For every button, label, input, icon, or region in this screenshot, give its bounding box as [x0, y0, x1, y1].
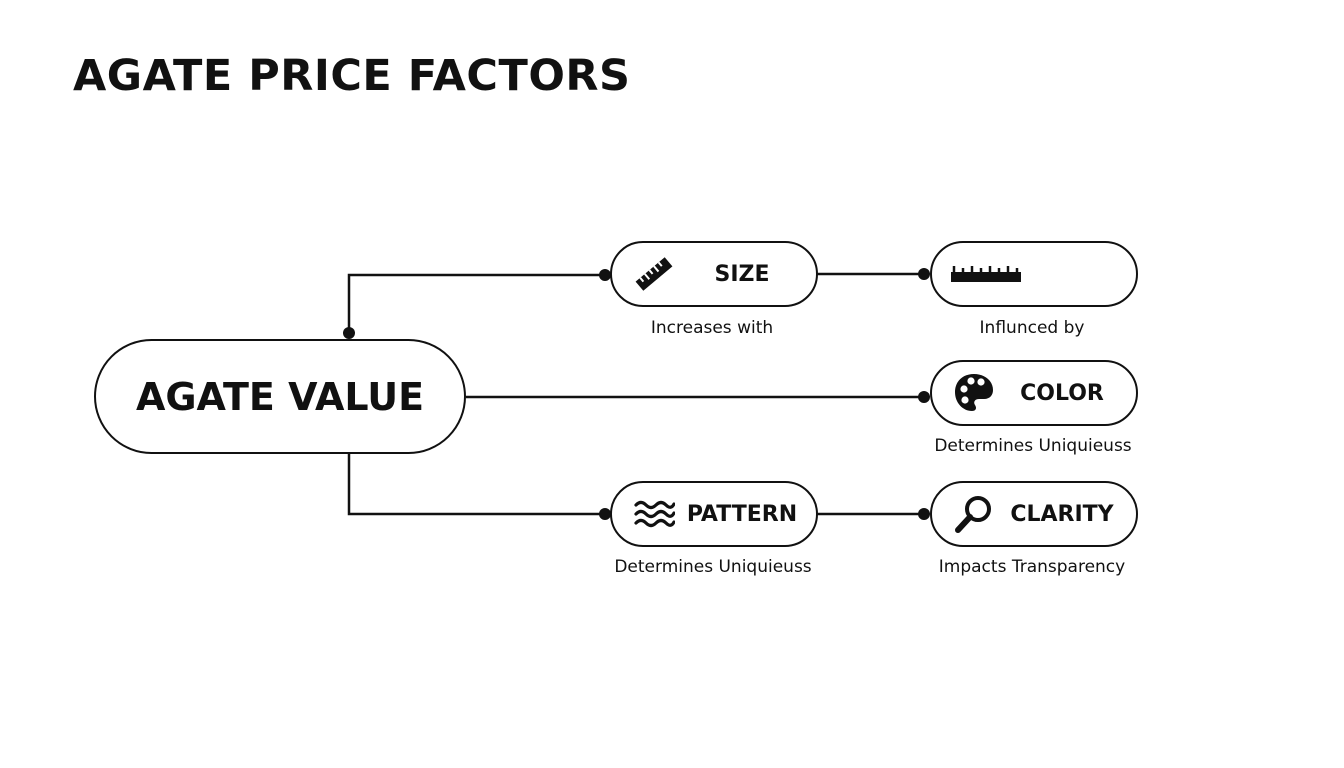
ruler-icon	[630, 254, 678, 294]
connector-dot	[918, 508, 930, 520]
node-clarity-caption: Impacts Transparency	[938, 557, 1126, 577]
node-size-label: SIZE	[714, 261, 770, 287]
connector-dot	[918, 391, 930, 403]
node-pattern: PATTERN	[610, 481, 818, 547]
connector-main-pattern	[347, 454, 605, 516]
node-color-caption: Determines Uniquieuss	[934, 436, 1132, 456]
connector-dot	[599, 508, 611, 520]
node-size: SIZE	[610, 241, 818, 307]
node-pattern-label: PATTERN	[686, 501, 798, 527]
node-pattern-caption: Determines Uniquieuss	[614, 557, 812, 577]
node-color-label: COLOR	[1020, 380, 1104, 406]
connector-dot	[599, 269, 611, 281]
node-size-caption: Increases with	[650, 318, 774, 338]
node-clarity-label: CLARITY	[1010, 501, 1114, 527]
palette-icon	[950, 373, 998, 413]
node-color: COLOR	[930, 360, 1138, 426]
node-agate-value-label: AGATE VALUE	[135, 374, 425, 419]
connector-dot	[343, 327, 355, 339]
connector-dot	[918, 268, 930, 280]
node-size-detail-caption: Influnced by	[979, 318, 1085, 338]
node-clarity: CLARITY	[930, 481, 1138, 547]
magnifier-icon	[950, 494, 998, 534]
node-agate-value: AGATE VALUE	[94, 339, 466, 454]
measuring-scale-icon	[950, 254, 1022, 294]
waves-icon	[630, 494, 678, 534]
page-title: AGATE PRICE FACTORS	[73, 51, 631, 101]
node-size-detail	[930, 241, 1138, 307]
connector-main-size	[347, 273, 605, 333]
